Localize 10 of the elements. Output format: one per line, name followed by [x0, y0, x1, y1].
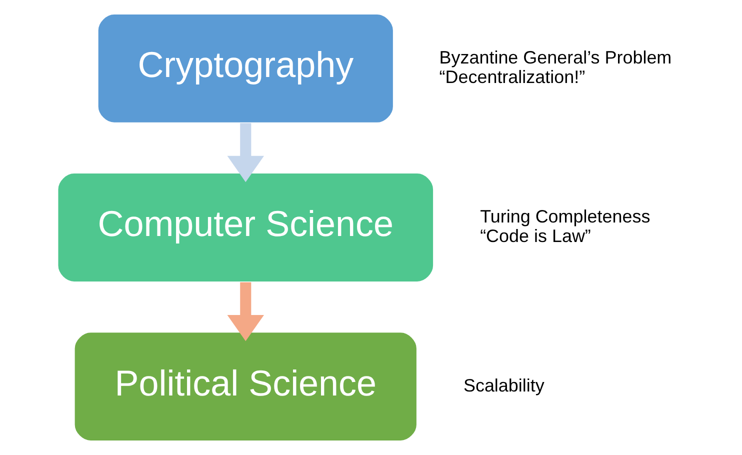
node-label: Scalability — [462, 375, 544, 396]
node-label: “Decentralization!” — [438, 66, 585, 87]
node-label: “Code is Law” — [480, 226, 590, 246]
node-label: Turing Completeness — [480, 206, 650, 227]
node-box: Cryptography — [96, 13, 394, 124]
node-box: Political Science — [72, 331, 418, 442]
arrow — [226, 123, 264, 182]
node-label: Byzantine General’s Problem — [438, 47, 672, 68]
node-box: Computer Science — [56, 172, 434, 283]
arrow — [226, 282, 264, 342]
